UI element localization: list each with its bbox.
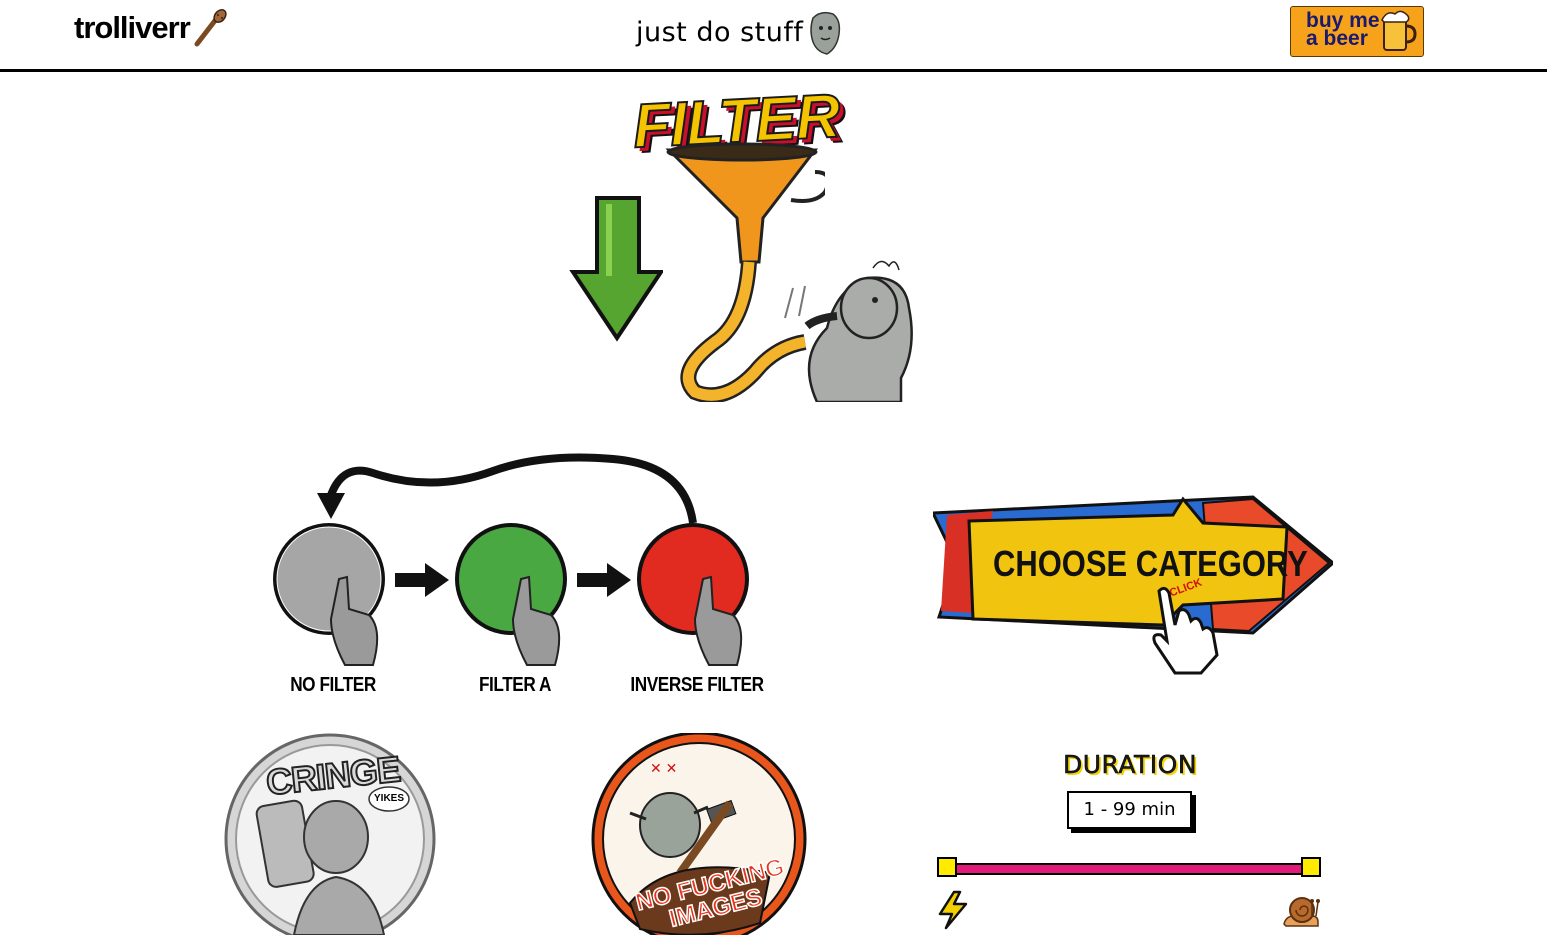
yikes-bubble: YIKES [374,793,405,804]
label-inverse-filter: INVERSE FILTER [630,674,764,696]
arrow-right-icon [395,563,449,597]
donate-line1: buy me [1306,9,1380,32]
tagline-text: just do stuff [636,16,804,48]
duration-min-handle[interactable] [937,857,957,877]
toggle-filter-a[interactable]: FILTER A [455,519,575,699]
duration-filter: DURATION 1 - 99 min [930,750,1330,935]
red-button-icon [637,523,749,666]
duration-slider-track[interactable] [944,863,1312,875]
site-logo[interactable]: trolliverr [74,8,231,48]
down-arrow-icon [569,196,663,342]
no-images-sticker[interactable]: ✕ ✕ NO FUCKING IMAGES [590,733,808,935]
toggle-no-filter[interactable]: NO FILTER [273,519,393,699]
duration-label: DURATION [1062,750,1198,780]
angry-troll-icon: ✕ ✕ [591,733,807,935]
duration-max-handle[interactable] [1301,857,1321,877]
pointing-hand-icon [1152,586,1219,675]
duration-value-display[interactable]: 1 - 99 min [1067,791,1192,829]
choose-category-button[interactable]: CHOOSE CATEGORY CLICK [933,493,1333,675]
rock-troll-icon [810,11,841,55]
grey-button-icon [273,523,385,666]
logo-text: trolliverr [74,10,191,45]
troll-drinking-icon [784,260,913,402]
toggle-inverse-filter[interactable]: INVERSE FILTER [630,519,764,699]
filter-toggle-diagram: NO FILTER FILTER A INVERSE FILTER [265,445,765,705]
label-filter-a: FILTER A [478,674,552,696]
cringe-troll-icon [224,733,436,935]
cycle-back-arrow-icon [317,453,697,524]
club-icon [194,8,227,47]
cringe-sticker[interactable]: CRINGE YIKES [224,733,436,935]
snail-icon [1283,897,1320,927]
green-button-icon [455,523,567,666]
svg-text:✕ ✕: ✕ ✕ [650,760,677,776]
donate-line2: a beer [1306,27,1368,50]
arrow-right-icon [577,563,631,597]
tagline: just do stuff [636,8,847,56]
buy-me-a-beer-button[interactable]: buy me a beer [1290,6,1424,57]
filter-hero-toggle[interactable]: FILTER [565,80,925,402]
category-banner-icon [933,495,1333,635]
funnel-icon [665,142,825,402]
beer-mug-icon [1381,10,1417,51]
site-header: trolliverr just do stuff buy me a beer [0,0,1547,72]
lightning-icon [938,890,968,930]
label-no-filter: NO FILTER [290,674,376,696]
choose-category-label: CHOOSE CATEGORY [993,543,1308,584]
